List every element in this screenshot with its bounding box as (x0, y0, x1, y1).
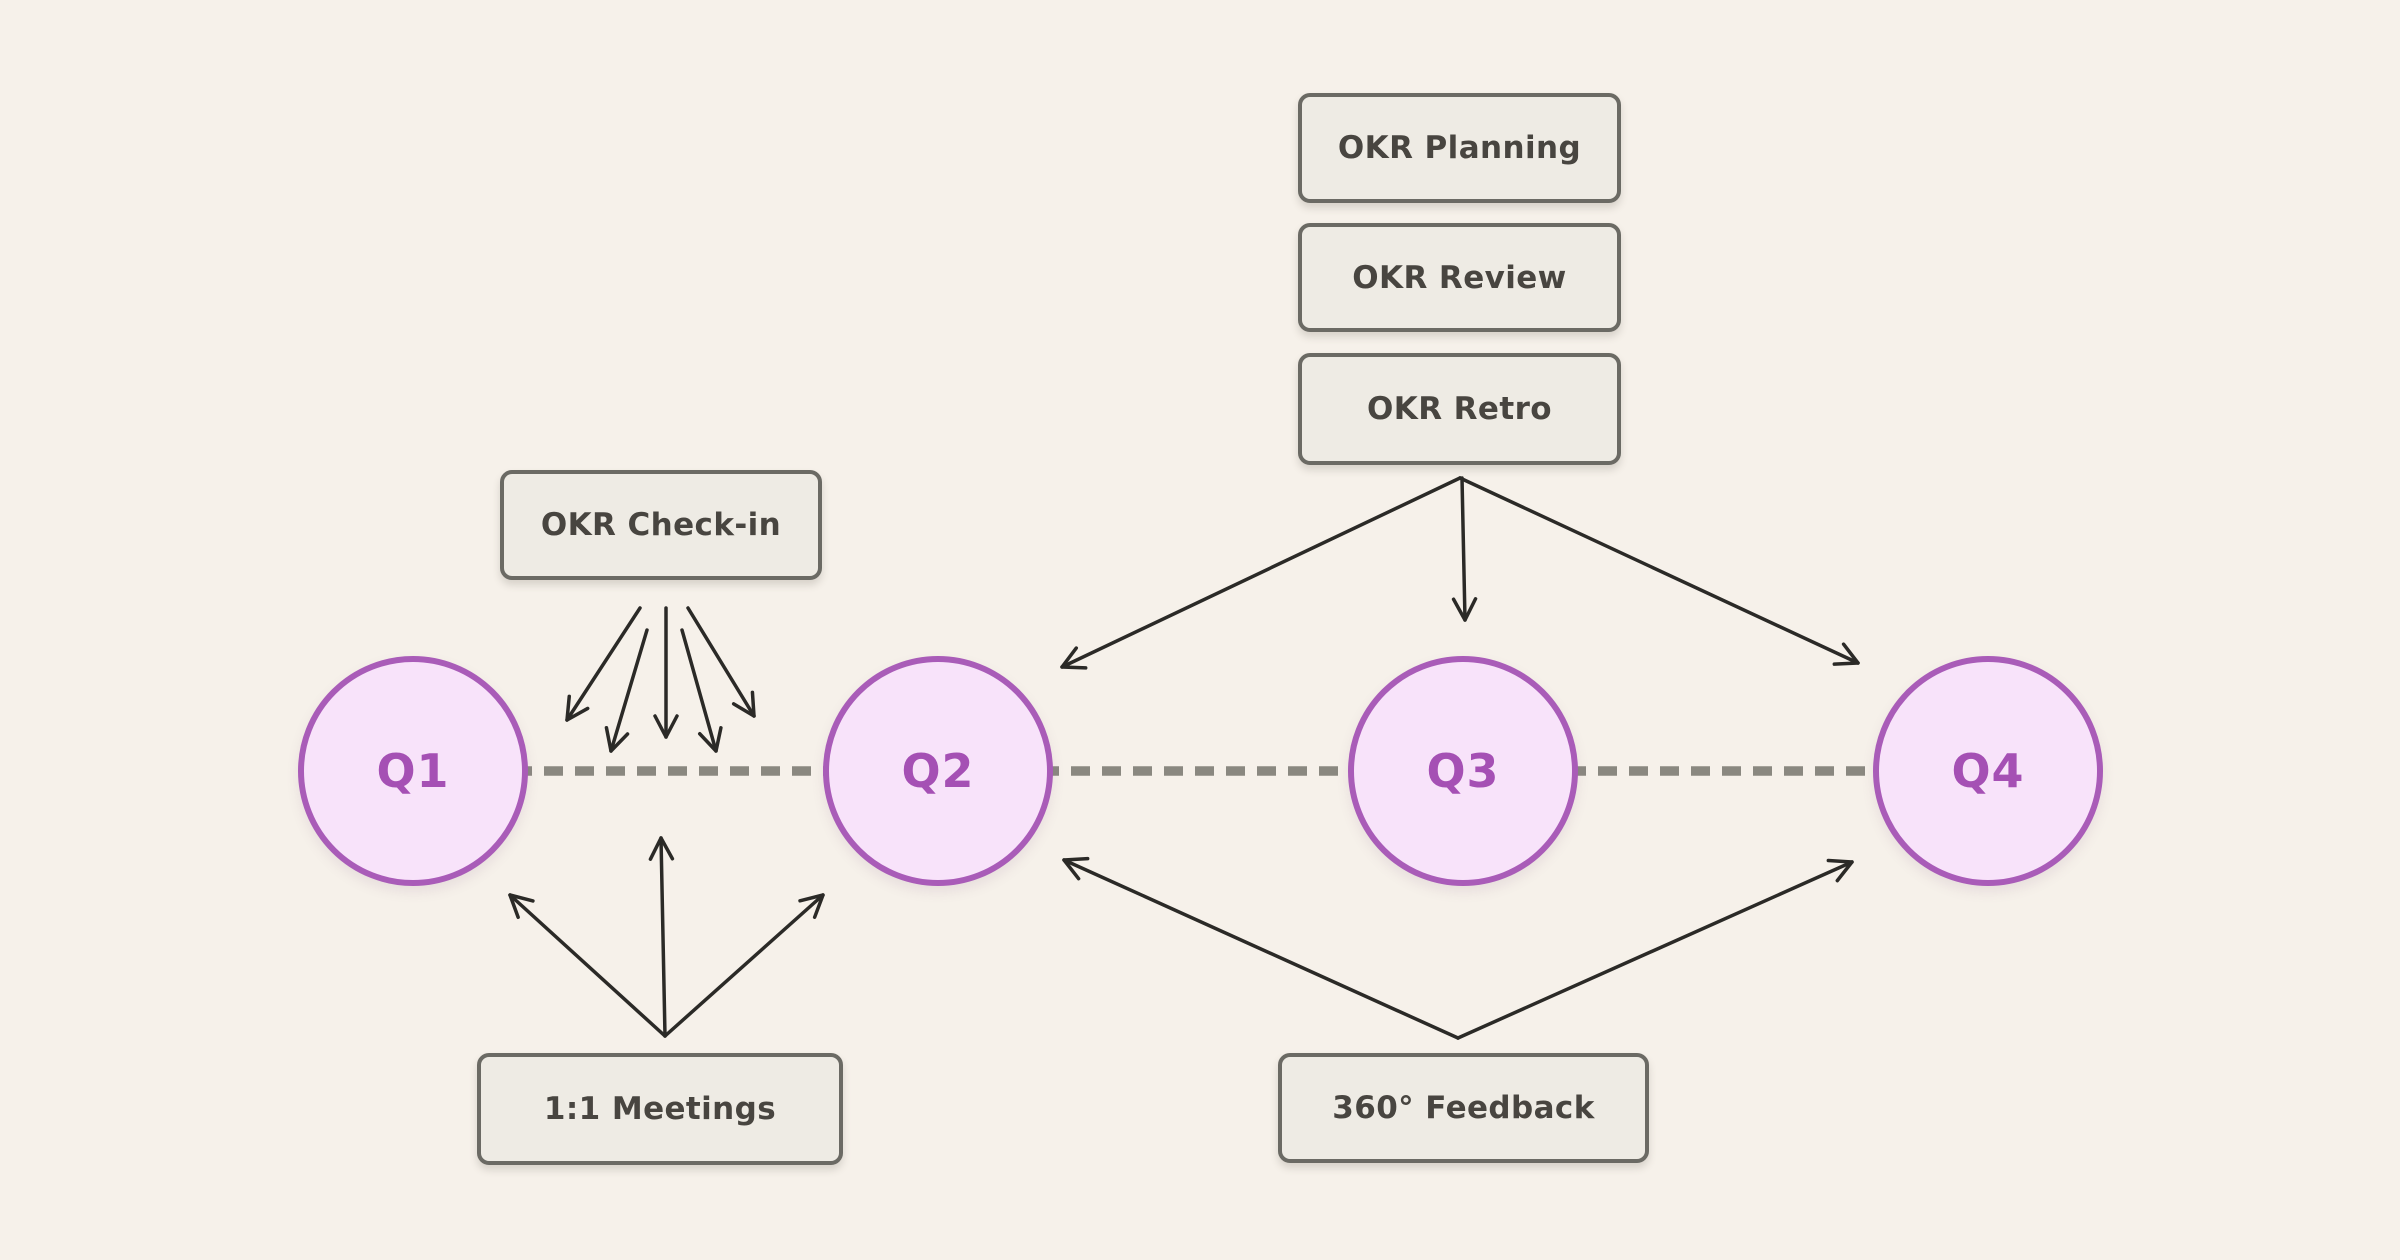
quarter-node-q4: Q4 (1873, 656, 2103, 886)
arrow-retro-to-q3 (1451, 476, 1478, 622)
arrow-meetings-to-q2 (663, 893, 825, 1038)
quarter-label: Q1 (376, 744, 450, 798)
arrow-feedback-to-q4 (1456, 858, 1854, 1040)
activity-box-okr-checkin: OKR Check-in (500, 470, 822, 580)
activity-label: OKR Review (1352, 259, 1567, 296)
activity-label: 360° Feedback (1332, 1090, 1595, 1126)
activity-label: OKR Retro (1367, 391, 1552, 427)
arrow-checkin-to-timeline-4 (680, 628, 723, 753)
quarter-label: Q4 (1951, 744, 2025, 798)
arrow-checkin-to-timeline-1 (565, 606, 642, 722)
arrow-retro-to-q4 (1458, 476, 1860, 666)
activity-label: OKR Planning (1337, 130, 1582, 166)
quarter-label: Q3 (1426, 744, 1500, 798)
activity-box-okr-planning: OKR Planning (1298, 93, 1621, 203)
arrow-checkin-to-timeline-5 (686, 606, 756, 718)
activity-box-okr-retro: OKR Retro (1298, 353, 1621, 465)
quarter-node-q3: Q3 (1348, 656, 1578, 886)
arrow-checkin-to-timeline-2 (604, 628, 649, 753)
arrow-retro-to-q2 (1060, 476, 1462, 670)
activity-label: OKR Check-in (540, 507, 782, 543)
quarter-node-q1: Q1 (298, 656, 528, 886)
activity-box-360-feedback: 360° Feedback (1278, 1053, 1649, 1163)
arrow-meetings-to-timeline (648, 836, 675, 1038)
activity-label: 1:1 Meetings (543, 1091, 777, 1127)
arrow-meetings-to-q1 (508, 893, 667, 1038)
arrow-feedback-to-q2 (1062, 856, 1460, 1040)
activity-box-okr-review: OKR Review (1298, 223, 1621, 332)
quarter-label: Q2 (901, 744, 975, 798)
activity-box-1-1-meetings: 1:1 Meetings (477, 1053, 843, 1165)
quarter-node-q2: Q2 (823, 656, 1053, 886)
